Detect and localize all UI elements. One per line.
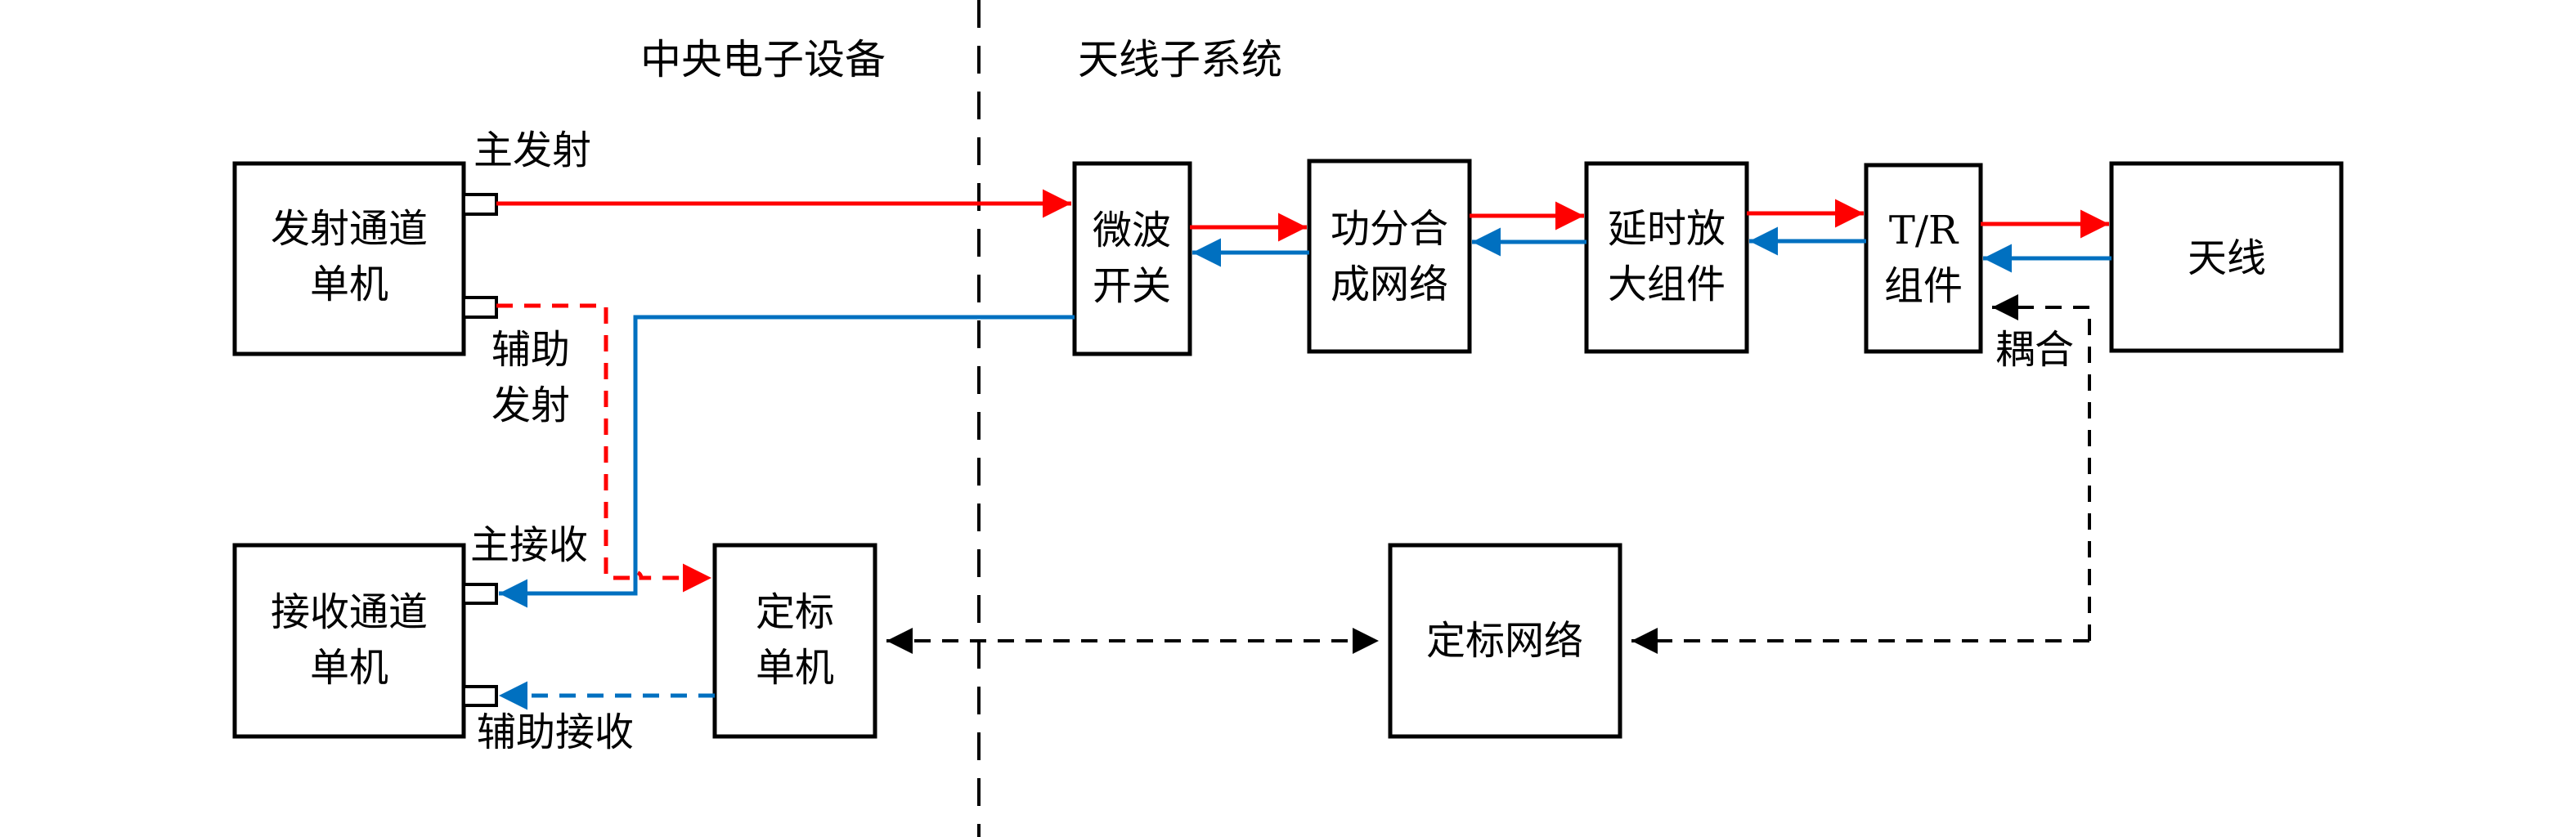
cal-network-label: 定标网络 <box>1426 618 1583 664</box>
aux-tx-label-line1: 辅助 <box>491 327 570 373</box>
main-tx-port[interactable] <box>462 193 498 216</box>
mw-switch-label-line2: 开关 <box>1093 263 1171 309</box>
aux-rx-port[interactable] <box>462 685 498 707</box>
main-tx-label: 主发射 <box>473 128 591 173</box>
tr-module[interactable]: T/R 组件 <box>1864 163 1983 354</box>
calibration-unit[interactable]: 定标 单机 <box>712 543 877 739</box>
tr-module-label-line1: T/R <box>1889 208 1959 253</box>
cal-unit-label-line2: 单机 <box>756 645 834 691</box>
mw-switch-label-line1: 微波 <box>1093 208 1171 253</box>
coupling-label: 耦合 <box>1995 327 2074 373</box>
rx-unit-label-line1: 接收通道 <box>271 589 428 635</box>
power-divider-label-line2: 成网络 <box>1331 262 1448 307</box>
aux-tx-line <box>496 303 711 593</box>
power-divider-network[interactable]: 功分合 成网络 <box>1307 159 1472 354</box>
delay-amplifier-module[interactable]: 延时放 大组件 <box>1584 161 1749 354</box>
rx-unit-label-line2: 单机 <box>310 645 388 691</box>
antenna[interactable]: 天线 <box>2109 161 2344 353</box>
section-title-antenna-subsystem: 天线子系统 <box>1078 36 1282 83</box>
aux-tx-label-line2: 发射 <box>491 383 570 428</box>
section-title-central-electronics: 中央电子设备 <box>640 36 886 83</box>
tr-module-label-line2: 组件 <box>1884 263 1963 309</box>
microwave-switch[interactable]: 微波 开关 <box>1072 161 1192 356</box>
rx-channel-unit[interactable]: 接收通道 单机 <box>232 543 466 739</box>
main-rx-port[interactable] <box>462 583 498 605</box>
calibration-network[interactable]: 定标网络 <box>1388 543 1622 739</box>
delay-amp-label-line1: 延时放 <box>1608 206 1726 252</box>
aux-tx-port[interactable] <box>462 296 498 319</box>
delay-amp-label-line2: 大组件 <box>1608 262 1726 307</box>
coupling-line <box>1992 294 2091 641</box>
main-rx-label: 主接收 <box>470 522 588 568</box>
tx-channel-unit[interactable]: 发射通道 单机 <box>232 161 466 356</box>
tx-unit-label-line1: 发射通道 <box>271 206 428 252</box>
cal-unit-label-line1: 定标 <box>756 589 834 635</box>
power-divider-label-line1: 功分合 <box>1331 206 1448 252</box>
main-rx-line <box>499 315 1075 608</box>
antenna-label: 天线 <box>2188 235 2266 281</box>
aux-rx-label: 辅助接收 <box>477 709 634 755</box>
tx-unit-label-line2: 单机 <box>310 262 388 307</box>
